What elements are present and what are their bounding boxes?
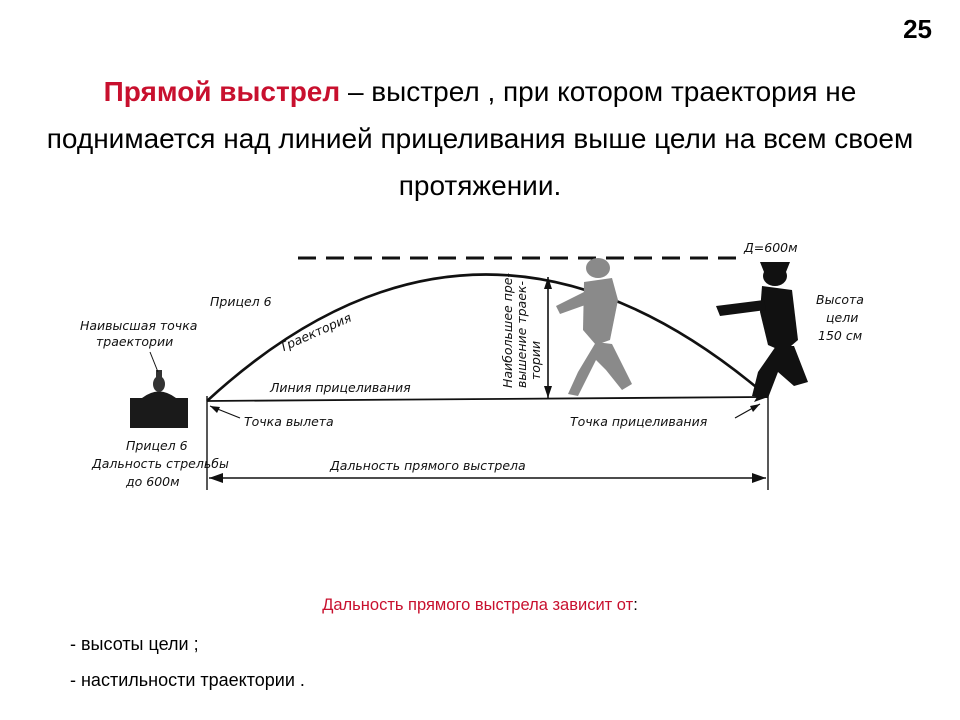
direct-range-arrow-right (752, 473, 766, 483)
slide-number: 25 (903, 14, 932, 44)
label-max-exceedance-line3: тории (528, 341, 543, 380)
label-sight-bottom-line1: Прицел 6 (126, 438, 188, 453)
max-exceedance-arrow-top (544, 277, 552, 289)
label-max-exceedance-line1: Наибольшее пре- (500, 273, 515, 388)
caption-text: Дальность прямого выстрела зависит от (322, 596, 634, 614)
label-max-exceedance: Наибольшее пре- вышение траек- тории (500, 273, 543, 388)
label-aim-point: Точка прицеливания (570, 414, 708, 429)
factor-item-target-height: - высоты цели ; (70, 634, 199, 654)
label-sight-top: Прицел 6 (210, 294, 272, 309)
label-range-limit: Д=600м (743, 240, 798, 255)
label-sight-bottom-line3: до 600м (125, 474, 180, 489)
label-line-of-sight: Линия прицеливания (269, 380, 411, 395)
label-highest-point-line2: траектории (96, 334, 173, 349)
label-target-height-line3: 150 см (818, 328, 862, 343)
factor-item-flatness: - настильности траектории . (70, 670, 305, 690)
max-exceedance-arrow-bottom (544, 386, 552, 398)
label-target-height-line2: цели (826, 310, 858, 325)
caption-colon: : (633, 596, 638, 614)
label-sight-bottom-line2: Дальность стрельбы (91, 456, 229, 471)
heading-definition: – выстрел , при котором траектория не по… (46, 76, 914, 201)
caption: Дальность прямого выстрела зависит от: (0, 596, 960, 615)
label-direct-range: Дальность прямого выстрела (329, 458, 526, 473)
label-max-exceedance-line2: вышение траек- (514, 281, 529, 388)
factor-list: - высоты цели ; - настильности траектори… (70, 626, 305, 698)
label-trajectory: Траектория (277, 310, 354, 355)
highest-point-pointer (149, 351, 159, 373)
label-highest-point-line1: Наивысшая точка (80, 318, 197, 333)
shooter-icon (130, 370, 188, 428)
departure-arrowhead (210, 406, 220, 413)
direct-range-arrow-left (209, 473, 223, 483)
soldier-silhouette-icon (556, 258, 632, 396)
aim-arrowhead (750, 404, 760, 412)
target-soldier-icon (716, 262, 808, 398)
line-of-sight (206, 396, 769, 402)
heading-term: Прямой выстрел (103, 76, 341, 107)
label-target-height-line1: Высота (816, 292, 864, 307)
definition-heading: Прямой выстрел – выстрел , при котором т… (40, 68, 920, 209)
label-departure-point: Точка вылета (244, 414, 334, 429)
trajectory-arc (206, 273, 769, 402)
